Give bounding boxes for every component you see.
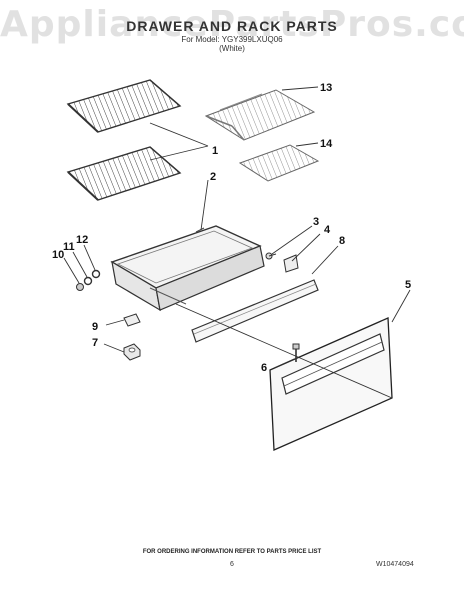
callout-6: 6	[261, 362, 267, 374]
callout-5: 5	[405, 279, 411, 291]
bolt-10	[76, 283, 84, 291]
oven-rack-lower	[66, 146, 182, 201]
callout-4: 4	[324, 224, 331, 236]
washer-12	[91, 269, 101, 279]
callout-7: 7	[92, 337, 98, 349]
callout-3: 3	[313, 216, 319, 228]
bracket-4	[283, 254, 299, 273]
callout-2: 2	[210, 171, 216, 183]
model-number: For Model: YGY399LXUQ06	[181, 35, 283, 44]
page-number: 6	[230, 561, 234, 568]
callout-14: 14	[320, 138, 333, 150]
rack-14	[238, 144, 320, 182]
diagram-title: DRAWER AND RACK PARTS	[126, 18, 338, 34]
nut-7	[123, 343, 141, 361]
ordering-note: FOR ORDERING INFORMATION REFER TO PARTS …	[142, 549, 322, 555]
leader-lines	[63, 86, 411, 399]
screw-3	[265, 252, 277, 260]
screw-6	[292, 343, 300, 362]
rack-assembly-13	[204, 89, 316, 141]
callout-10: 10	[52, 249, 64, 261]
clip-9	[123, 313, 141, 327]
storage-drawer	[110, 225, 265, 312]
document-number: W10474094	[376, 561, 414, 568]
callout-8: 8	[339, 235, 345, 247]
drawer-front-panel	[269, 317, 393, 451]
drawer-rail	[191, 279, 319, 343]
oven-rack-upper	[66, 79, 182, 133]
callout-9: 9	[92, 321, 98, 333]
washer-11	[83, 276, 93, 286]
callout-11: 11	[63, 241, 75, 253]
color-variant: (White)	[219, 44, 245, 53]
callout-1: 1	[212, 145, 218, 157]
callout-12: 12	[76, 234, 88, 246]
callout-13: 13	[320, 82, 332, 94]
